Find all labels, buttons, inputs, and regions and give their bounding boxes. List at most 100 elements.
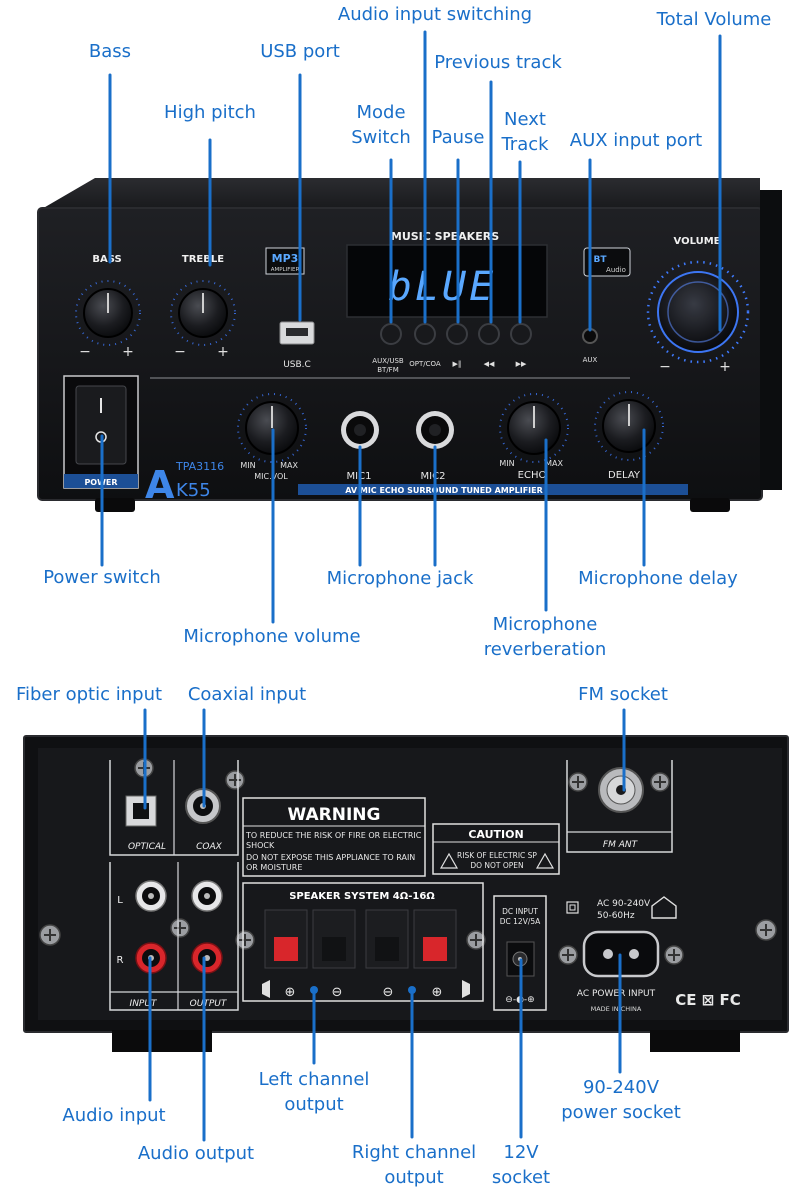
- input-l-rca-jack[interactable]: [135, 880, 167, 912]
- right-positive-terminal[interactable]: [413, 909, 457, 969]
- mp3-badge: MP3 AMPLIFIER: [265, 247, 305, 275]
- ac-freq-label: 50-60Hz: [597, 911, 635, 921]
- callout-audio-input: Audio input: [50, 1103, 178, 1128]
- volume-minus-glyph: −: [659, 359, 671, 375]
- treble-plus-glyph: +: [217, 344, 229, 360]
- left-negative-glyph: ⊖: [332, 985, 343, 1000]
- audio-input-switch-button[interactable]: [414, 323, 436, 345]
- callout-mode-switch: Mode Switch: [341, 100, 421, 150]
- next-track-button[interactable]: [510, 323, 532, 345]
- led-display-text: bLUE: [388, 264, 496, 310]
- channel-l-label: L: [117, 895, 123, 906]
- volume-knob[interactable]: [646, 260, 750, 364]
- left-negative-terminal[interactable]: [312, 909, 356, 969]
- ac-power-input-label: AC POWER INPUT: [577, 989, 656, 999]
- rca-output-label: OUTPUT: [190, 999, 228, 1009]
- leader-dot: [310, 986, 318, 994]
- back-foot-left: [112, 1030, 212, 1052]
- callout-previous-track: Previous track: [418, 50, 578, 75]
- right-negative-terminal[interactable]: [365, 909, 409, 969]
- bluetooth-badge-sublabel: Audio: [606, 266, 626, 274]
- callout-high-pitch: High pitch: [150, 100, 270, 125]
- delay-label: DELAY: [608, 470, 641, 481]
- callout-ac-power-socket-text-1: 90-240V: [582, 1077, 660, 1098]
- callout-aux-input-port-text: AUX input port: [569, 130, 703, 151]
- certification-marks: CE ⊠ FC: [675, 991, 741, 1009]
- bluetooth-badge-label: BT: [594, 255, 608, 265]
- caution-title: CAUTION: [468, 828, 523, 841]
- callout-microphone-delay-text: Microphone delay: [578, 568, 738, 589]
- echo-min-label: MIN: [499, 459, 514, 468]
- bluetooth-badge: BT Audio: [583, 247, 631, 277]
- back-foot-right: [650, 1030, 740, 1052]
- callout-microphone-volume: Microphone volume: [172, 624, 372, 649]
- leader-lines: [100, 30, 722, 1142]
- front-foot-right: [690, 498, 730, 512]
- treble-knob[interactable]: [170, 280, 236, 346]
- warning-text-1: TO REDUCE THE RISK OF FIRE OR ELECTRIC: [245, 831, 422, 840]
- callout-previous-track-text: Previous track: [434, 52, 562, 73]
- mic1-jack[interactable]: [341, 411, 379, 449]
- left-positive-glyph: ⊕: [285, 985, 296, 1000]
- callout-power-switch-text: Power switch: [43, 567, 161, 588]
- previous-track-glyph: ◀◀: [484, 360, 495, 368]
- callout-bass-text: Bass: [88, 41, 132, 62]
- callout-left-channel-output-text-1: Left channel: [258, 1069, 370, 1090]
- bass-label: BASS: [92, 254, 121, 265]
- callout-microphone-volume-text: Microphone volume: [183, 626, 361, 647]
- callout-power-switch: Power switch: [27, 565, 177, 590]
- callout-fiber-optic-input-text: Fiber optic input: [15, 684, 163, 705]
- pause-glyph: ▶‖: [453, 360, 462, 368]
- callout-microphone-reverberation-text-2: reverberation: [483, 639, 607, 660]
- bass-plus-glyph: +: [122, 344, 134, 360]
- display-title: MUSIC SPEAKERS: [391, 230, 499, 243]
- bass-knob[interactable]: [75, 280, 141, 346]
- mic-volume-max-label: MAX: [280, 461, 298, 470]
- fm-antenna-socket[interactable]: [598, 767, 644, 813]
- output-r-rca-jack[interactable]: [191, 942, 223, 974]
- callout-fm-socket: FM socket: [560, 682, 686, 707]
- callout-12v-socket: 12V socket: [484, 1140, 558, 1190]
- output-l-rca-jack[interactable]: [191, 880, 223, 912]
- callout-mode-switch-text-2: Switch: [351, 127, 411, 148]
- audio-input-switch-label: OPT/COA: [409, 360, 441, 368]
- callout-fiber-optic-input: Fiber optic input: [4, 682, 174, 707]
- echo-label: ECHO: [518, 470, 547, 481]
- callout-right-channel-output: Right channel output: [338, 1140, 490, 1190]
- usb-port[interactable]: [279, 321, 315, 345]
- callout-high-pitch-text: High pitch: [164, 102, 256, 123]
- usb-port-label: USB.C: [283, 360, 311, 370]
- warning-box: [242, 797, 426, 877]
- mode-switch-button[interactable]: [380, 323, 402, 345]
- leader-dots: [310, 986, 416, 994]
- callout-pause: Pause: [418, 125, 498, 150]
- made-in-label: MADE IN CHINA: [591, 1005, 642, 1013]
- back-plate: [38, 748, 782, 1020]
- left-positive-terminal[interactable]: [264, 909, 308, 969]
- volume-plus-glyph: +: [719, 359, 731, 375]
- screw: [558, 945, 578, 965]
- callout-audio-output: Audio output: [128, 1141, 264, 1166]
- callout-microphone-delay: Microphone delay: [568, 566, 748, 591]
- speaker-system-label: SPEAKER SYSTEM 4Ω-16Ω: [289, 891, 435, 902]
- brand-model-label: K55: [176, 480, 211, 501]
- channel-r-label: R: [117, 955, 124, 966]
- right-speaker-icon: [462, 980, 470, 998]
- screw: [466, 930, 486, 950]
- previous-track-button[interactable]: [478, 323, 500, 345]
- mode-switch-label-1: AUX/USB: [372, 357, 404, 365]
- back-panel: OPTICAL COAX L R INPUT OUTPUT: [23, 735, 789, 1052]
- delay-knob[interactable]: [594, 391, 664, 461]
- callout-left-channel-output: Left channel output: [246, 1067, 382, 1117]
- optical-input-port[interactable]: [125, 795, 157, 827]
- callout-right-channel-output-text-1: Right channel: [351, 1142, 477, 1163]
- led-display: [346, 244, 548, 318]
- caution-text-1: RISK OF ELECTRIC SP: [457, 851, 537, 860]
- mic2-jack[interactable]: [416, 411, 454, 449]
- pause-button[interactable]: [446, 323, 468, 345]
- callout-next-track: Next Track: [490, 107, 560, 157]
- warning-text-3: DO NOT EXPOSE THIS APPLIANCE TO RAIN: [246, 853, 415, 862]
- screw: [650, 772, 670, 792]
- screw: [235, 930, 255, 950]
